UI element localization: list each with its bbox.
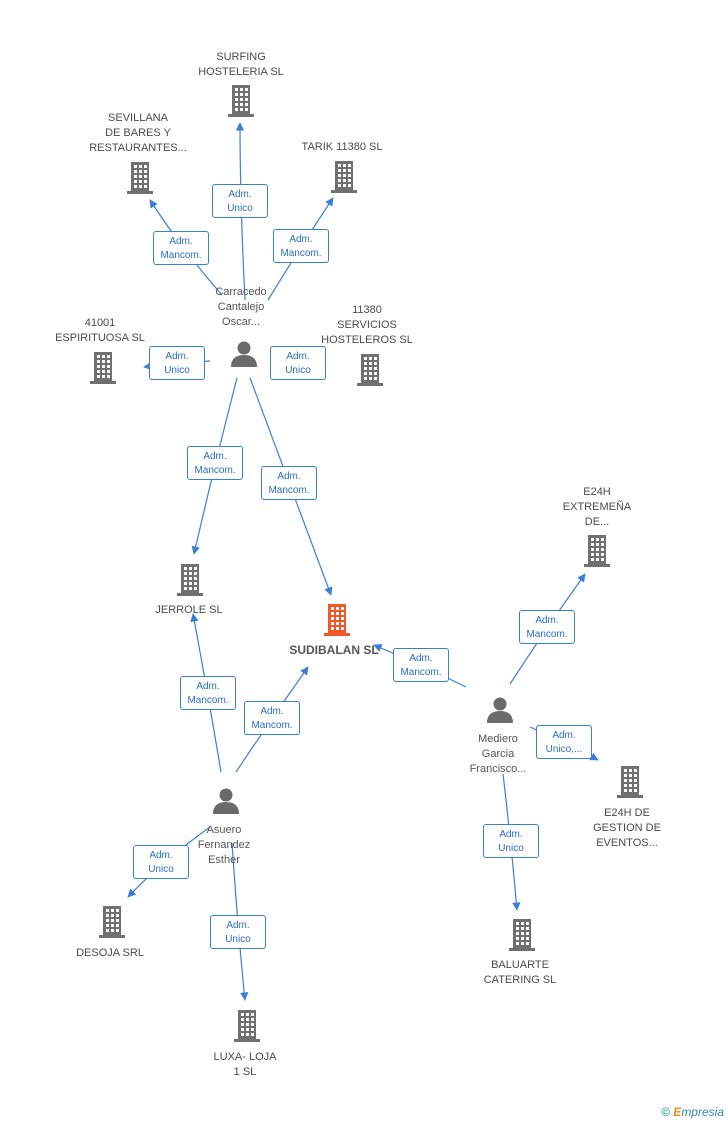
building-icon-surfing[interactable]	[228, 85, 254, 117]
edge-label-e8[interactable]: Adm. Mancom.	[180, 676, 236, 710]
edge-label-e5[interactable]: Adm. Unico	[270, 346, 326, 380]
building-icon-luxa[interactable]	[234, 1010, 260, 1042]
edge-label-e4[interactable]: Adm. Unico	[149, 346, 205, 380]
footer-brand: © Empresia	[661, 1105, 724, 1119]
building-icon-tarik[interactable]	[331, 161, 357, 193]
company-label-surfing[interactable]: SURFING HOSTELERIA SL	[198, 51, 284, 78]
person-label-asuero[interactable]: Asuero Fernandez Esther	[197, 824, 251, 866]
building-icon-servicios[interactable]	[357, 354, 383, 386]
edge-label-e2[interactable]: Adm. Mancom.	[153, 231, 209, 265]
brand-initial: E	[673, 1105, 682, 1119]
edge-label-e14[interactable]: Adm. Unico,...	[536, 725, 592, 759]
edge-label-e15[interactable]: Adm. Unico	[483, 824, 539, 858]
company-label-sevillana[interactable]: SEVILLANA DE BARES Y RESTAURANTES...	[89, 112, 187, 154]
company-label-jerrole[interactable]: JERROLE SL	[155, 604, 223, 616]
edge-label-e12[interactable]: Adm. Mancom.	[393, 648, 449, 682]
edge-label-e6[interactable]: Adm. Mancom.	[187, 446, 243, 480]
company-label-tarik[interactable]: TARIK 11380 SL	[301, 141, 383, 153]
center-company-label[interactable]: SUDIBALAN SL	[289, 643, 379, 657]
building-icon-baluarte[interactable]	[509, 919, 535, 951]
brand-name: mpresia	[681, 1105, 724, 1119]
edge-label-e9[interactable]: Adm. Mancom.	[244, 701, 300, 735]
building-icon-e24h_ext[interactable]	[584, 535, 610, 567]
building-icon-desoja[interactable]	[99, 906, 125, 938]
person-label-mediero[interactable]: Mediero Garcia Francisco...	[469, 733, 527, 775]
company-label-luxa[interactable]: LUXA- LOJA 1 SL	[213, 1051, 277, 1078]
person-label-carracedo[interactable]: Carracedo Cantalejo Oscar...	[215, 286, 267, 328]
building-icon-e24h_gest[interactable]	[617, 766, 643, 798]
copyright-symbol: ©	[661, 1105, 670, 1119]
edge-label-e7[interactable]: Adm. Mancom.	[261, 466, 317, 500]
center-building-icon[interactable]	[324, 604, 350, 636]
company-label-espirituosa[interactable]: 41001 ESPIRITUOSA SL	[55, 317, 145, 344]
company-label-e24h_ext[interactable]: E24H EXTREMEÑA DE...	[562, 486, 632, 528]
building-icon-sevillana[interactable]	[127, 162, 153, 194]
person-icon-mediero[interactable]	[487, 697, 513, 724]
building-icon-jerrole[interactable]	[177, 564, 203, 596]
edge-label-e3[interactable]: Adm. Mancom.	[273, 229, 329, 263]
company-label-e24h_gest[interactable]: E24H DE GESTION DE EVENTOS...	[593, 807, 661, 849]
edge-label-e10[interactable]: Adm. Unico	[133, 845, 189, 879]
company-label-baluarte[interactable]: BALUARTE CATERING SL	[483, 959, 557, 986]
building-icon-espirituosa[interactable]	[90, 352, 116, 384]
edge-label-e11[interactable]: Adm. Unico	[210, 915, 266, 949]
company-label-servicios[interactable]: 11380 SERVICIOS HOSTELEROS SL	[321, 304, 413, 346]
company-label-desoja[interactable]: DESOJA SRL	[76, 947, 144, 959]
person-icon-carracedo[interactable]	[231, 341, 257, 368]
person-icon-asuero[interactable]	[213, 788, 239, 815]
edge-label-e1[interactable]: Adm. Unico	[212, 184, 268, 218]
edge-label-e13[interactable]: Adm. Mancom.	[519, 610, 575, 644]
